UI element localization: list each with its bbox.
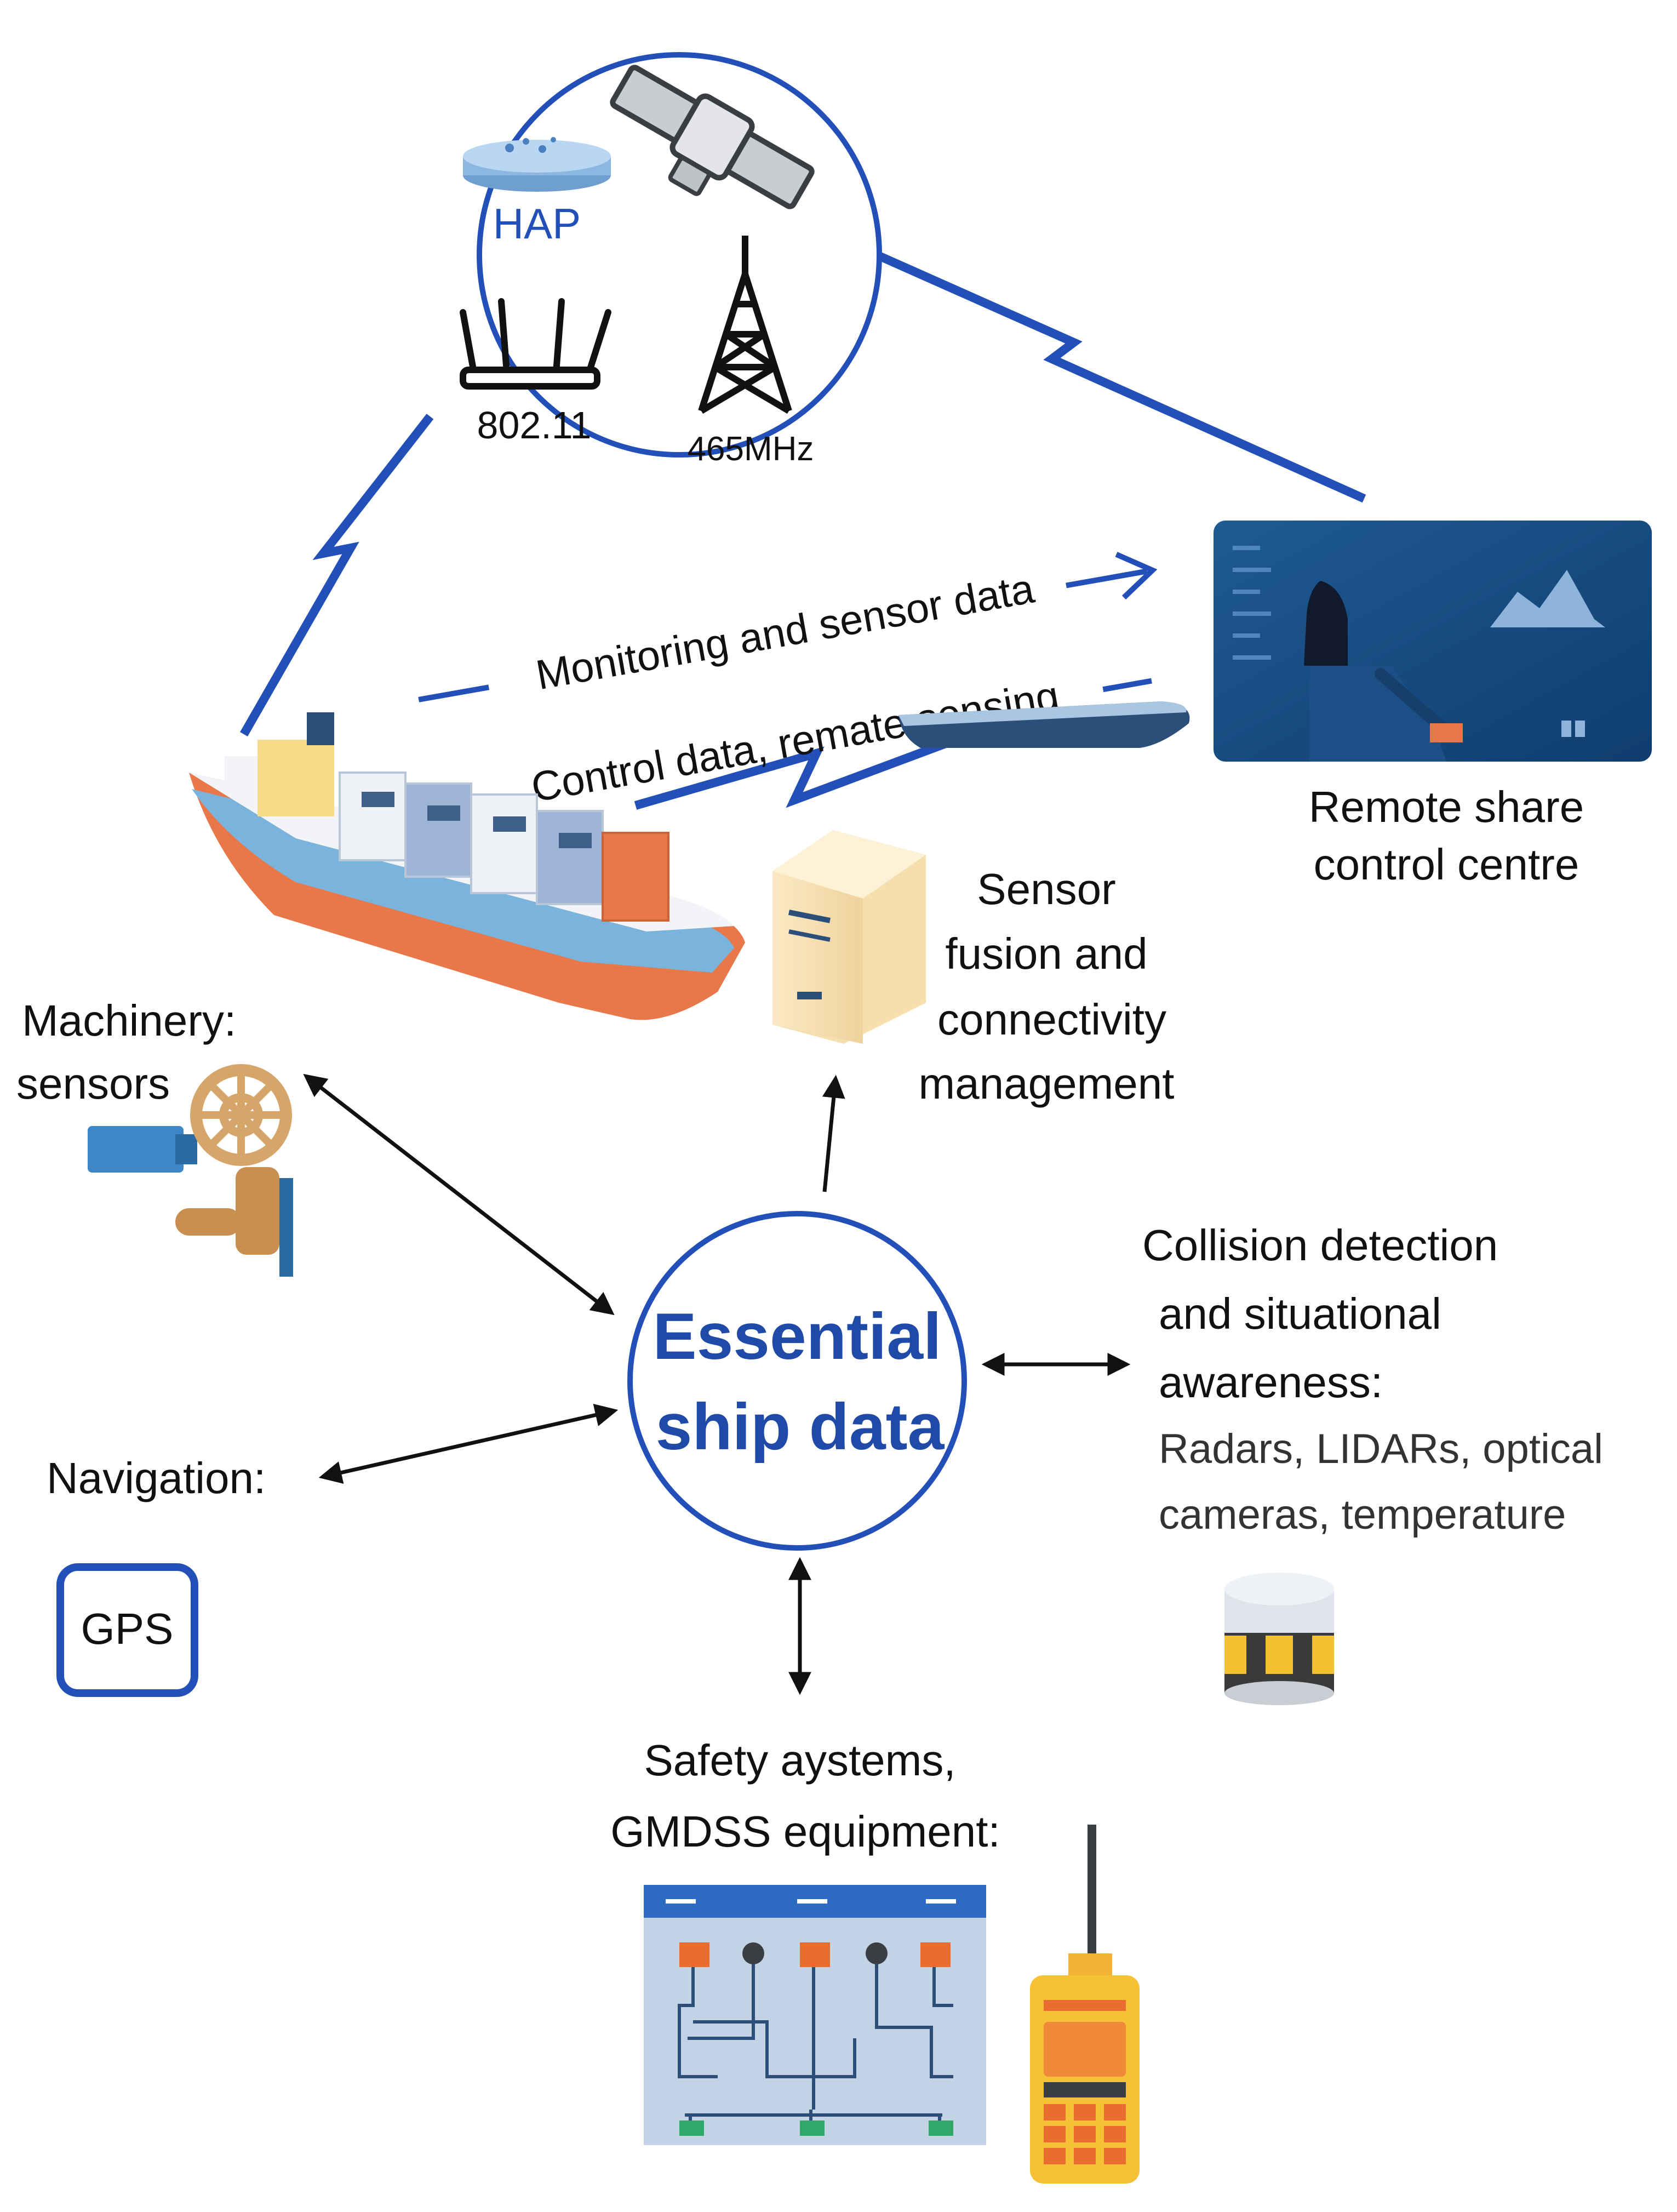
core-label-line2: ship data <box>656 1390 945 1464</box>
lidar-sensor-icon <box>1224 1573 1334 1705</box>
hap-platform-icon <box>463 137 611 192</box>
radio-tower-icon <box>698 236 792 414</box>
gmdss-panel-icon <box>644 1885 986 2145</box>
safety-line1: Safety aystems, <box>644 1736 955 1785</box>
core-arrows <box>303 1073 1131 1695</box>
collision-line1: Collision detection <box>1142 1221 1498 1270</box>
sensor-fusion-label: Sensor fusion and connectivity managemen… <box>919 865 1175 1108</box>
sensor-fusion-line3: connectivity <box>937 995 1166 1044</box>
navigation-title: Navigation: <box>47 1454 266 1502</box>
lightning-link-ship-to-network <box>240 414 434 736</box>
lightning-link-network-to-centre <box>874 250 1366 503</box>
wireless-links <box>240 250 1366 810</box>
wifi-router-icon <box>460 298 611 390</box>
collision-label: Collision detection and situational awar… <box>1142 1221 1603 1538</box>
arrow-core-to-fusion <box>822 1074 845 1192</box>
collision-line3: awareness: <box>1159 1358 1383 1407</box>
machinery-sensors-icon <box>88 1064 293 1277</box>
sensor-fusion-line2: fusion and <box>945 929 1147 978</box>
collision-detail2: cameras, temperature <box>1159 1491 1566 1538</box>
arrow-core-machinery <box>303 1073 615 1316</box>
handheld-radio-icon <box>1030 1825 1140 2184</box>
sensor-fusion-line4: management <box>919 1059 1175 1108</box>
uplink-label: Monitoring and sensor data <box>533 565 1038 699</box>
remote-vessel-icon <box>898 701 1190 748</box>
gps-label: GPS <box>81 1604 174 1653</box>
gps-badge: GPS <box>56 1563 198 1697</box>
machinery-subtitle: sensors <box>16 1059 170 1108</box>
arrow-core-navigation <box>318 1403 619 1484</box>
collision-line2: and situational <box>1159 1289 1441 1338</box>
safety-label: Safety aystems, GMDSS equipment: <box>610 1736 1000 1856</box>
radio-label: 465MHz <box>688 430 814 468</box>
lightning-link-centre-to-ship <box>634 735 958 810</box>
sensor-fusion-server-icon <box>772 830 926 1044</box>
container-ship-icon <box>189 712 745 1020</box>
core-circle <box>627 1211 967 1551</box>
control-centre-icon <box>1214 521 1652 762</box>
core-label-line1: Essential <box>653 1300 942 1373</box>
network-technologies-group: HAP 802.11 465MHz <box>460 52 882 468</box>
collision-detail1: Radars, LIDARs, optical <box>1159 1426 1603 1472</box>
satellite-icon <box>610 65 815 209</box>
control-centre-title-line1: Remote share <box>1309 782 1584 831</box>
safety-line2: GMDSS equipment: <box>610 1807 1000 1856</box>
essential-ship-data-node: Essential ship data <box>627 1211 967 1551</box>
hap-label: HAP <box>493 199 581 248</box>
control-centre-title-line2: control centre <box>1314 840 1579 889</box>
sensor-fusion-line1: Sensor <box>977 865 1115 913</box>
machinery-title: Machinery: <box>22 996 236 1045</box>
wifi-label: 802.11 <box>477 404 592 447</box>
